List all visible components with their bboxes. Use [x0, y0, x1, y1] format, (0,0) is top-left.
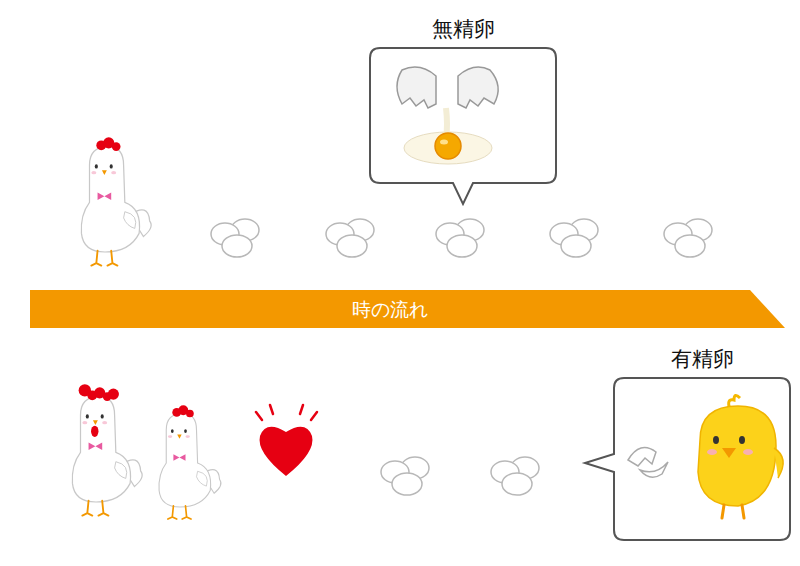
time-band: 時の流れ	[30, 290, 750, 328]
callout-title: 無精卵	[432, 17, 495, 42]
callout-box: 無精卵	[370, 48, 556, 183]
callout-title: 有精卵	[671, 347, 734, 372]
band-label: 時の流れ	[352, 298, 428, 321]
callout-box: 有精卵	[614, 378, 790, 540]
